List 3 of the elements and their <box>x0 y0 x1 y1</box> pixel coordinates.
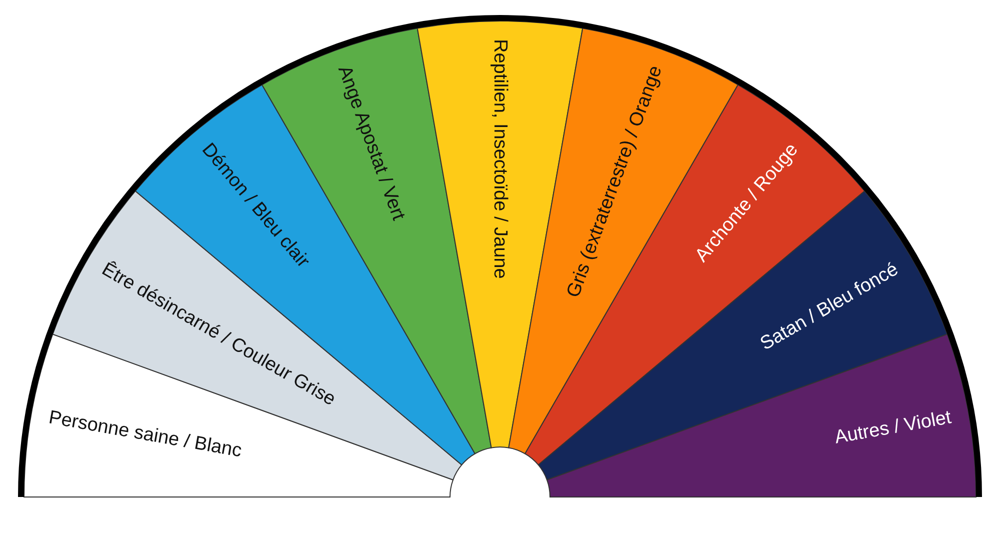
segment-label: Reptilien, Insectoïde / Jaune <box>490 39 510 279</box>
segment-label: Autres / Violet <box>833 407 953 448</box>
segment-label: Personne saine / Blanc <box>47 407 244 462</box>
